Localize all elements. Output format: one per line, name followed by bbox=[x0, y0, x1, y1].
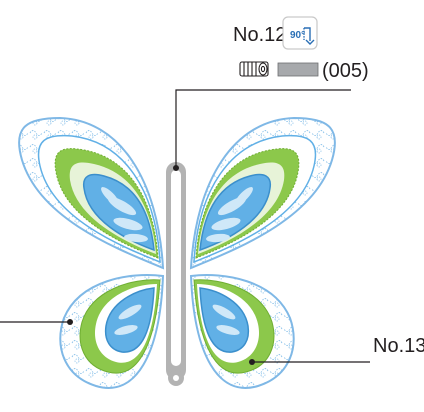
callout-lines bbox=[0, 89, 370, 363]
callout-dots bbox=[67, 165, 255, 365]
right-lower-petals bbox=[212, 304, 240, 335]
rotate-angle-text: 90° bbox=[290, 30, 305, 41]
callout-label-no13: No.13 bbox=[373, 335, 424, 357]
butterfly-body bbox=[166, 162, 186, 386]
right-upper-wing-blue bbox=[199, 173, 272, 252]
leader-line-top bbox=[175, 89, 351, 168]
left-lower-wing-blue bbox=[104, 287, 155, 353]
left-upper-wing-blue bbox=[82, 173, 155, 252]
right-wings bbox=[189, 116, 336, 389]
rotate-clockwise-arrow-icon bbox=[303, 27, 315, 45]
rotate-badge: 90° bbox=[282, 16, 318, 50]
thread-color-swatch bbox=[277, 62, 319, 77]
thread-spool-icon bbox=[239, 61, 269, 77]
step-label: No.12 bbox=[233, 24, 286, 46]
left-lower-petals bbox=[114, 304, 142, 335]
left-wings bbox=[18, 116, 165, 389]
thread-code: (005) bbox=[322, 60, 369, 82]
left-upper-petals bbox=[101, 187, 148, 243]
right-upper-petals bbox=[206, 187, 253, 243]
right-lower-wing-blue bbox=[199, 287, 250, 353]
